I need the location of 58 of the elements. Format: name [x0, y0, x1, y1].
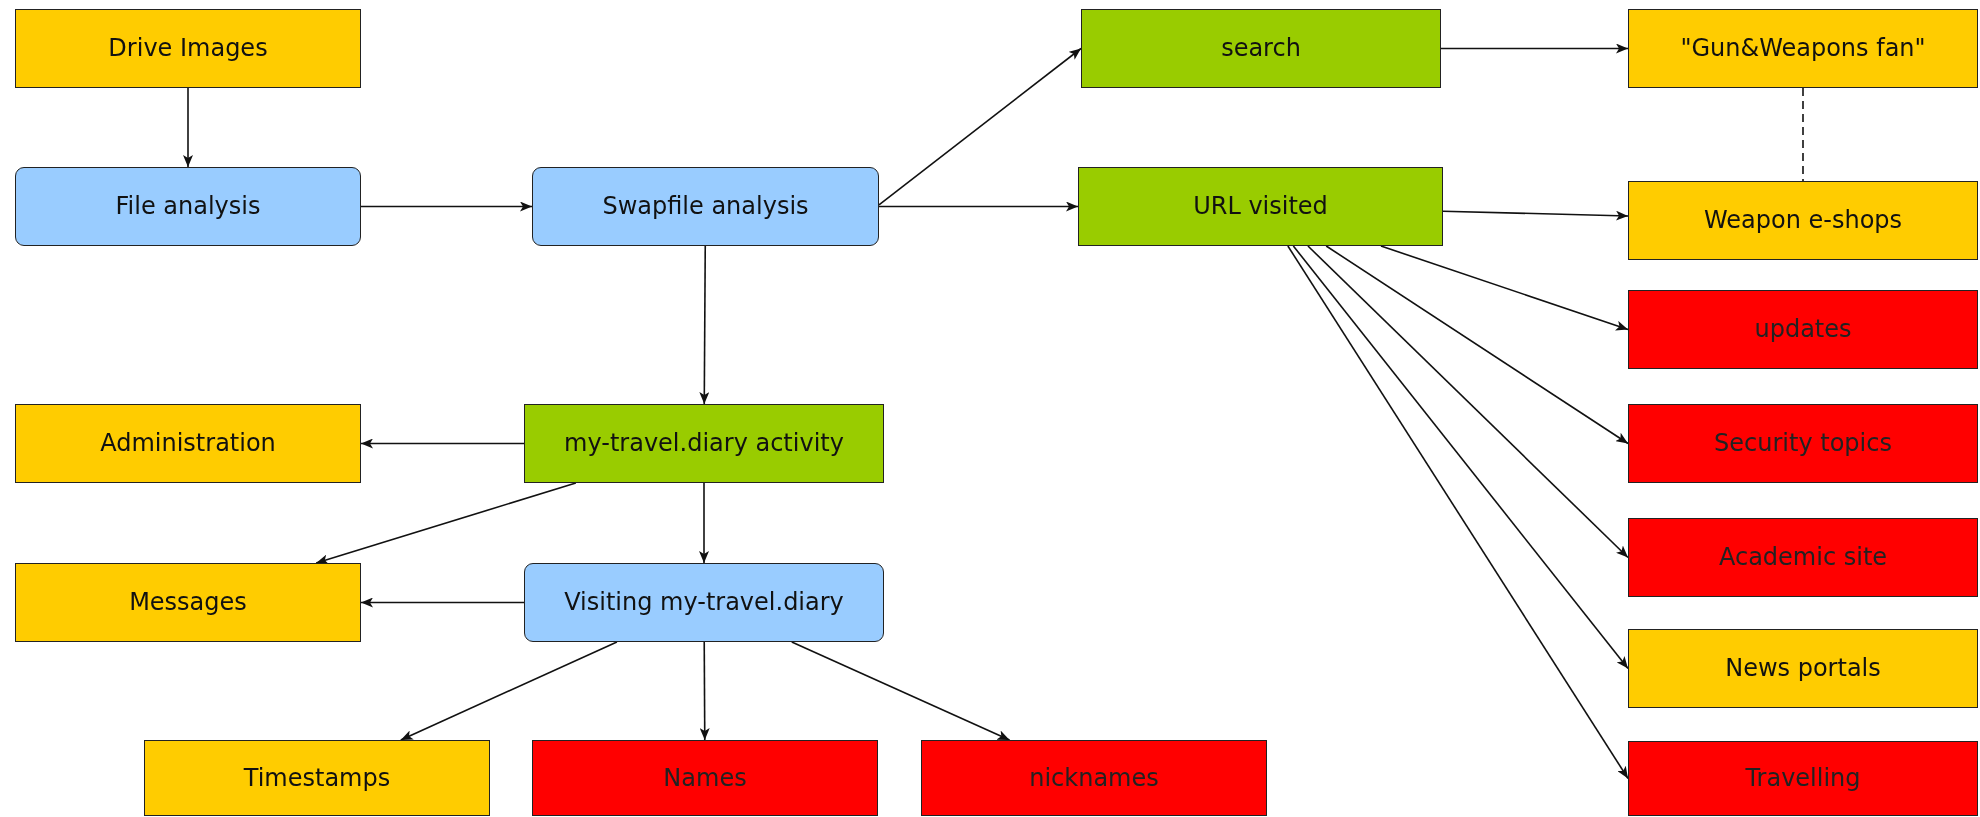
arrow	[699, 641, 710, 741]
node-label: Administration	[100, 430, 276, 457]
arrow	[1292, 245, 1629, 670]
node-label: Messages	[129, 589, 247, 616]
result-box	[1078, 167, 1443, 246]
arrow	[183, 87, 193, 168]
arrow	[360, 597, 525, 608]
node-label: Timestamps	[243, 764, 391, 792]
node-label: "Gun&Weapons fan"	[1680, 35, 1926, 62]
connector-line	[1802, 87, 1804, 182]
result-box	[1628, 290, 1978, 369]
process-box	[15, 167, 361, 246]
result-box	[15, 563, 361, 642]
arrow	[1325, 245, 1629, 445]
result-box	[15, 404, 361, 483]
result-box	[524, 404, 884, 483]
node-label: News portals	[1725, 655, 1881, 682]
node-label: Names	[663, 764, 747, 792]
result-box	[1628, 181, 1978, 260]
result-box	[532, 740, 878, 816]
arrow	[699, 245, 710, 405]
node-label: Visiting my-travel.diary	[564, 589, 844, 616]
arrow	[878, 47, 1082, 206]
result-box	[1628, 9, 1978, 88]
arrow	[400, 641, 618, 741]
arrow	[791, 641, 1011, 741]
arrow	[1442, 210, 1629, 221]
arrow	[1440, 43, 1629, 54]
node-label: Drive Images	[108, 35, 268, 62]
result-box	[1628, 741, 1978, 816]
node-label: search	[1221, 35, 1301, 62]
node-label: my-travel.diary activity	[564, 430, 844, 457]
result-box	[1628, 629, 1978, 708]
node-label: Security topics	[1714, 430, 1892, 457]
arrow	[878, 201, 1079, 212]
arrow	[1380, 245, 1629, 331]
node-label: updates	[1754, 316, 1852, 343]
node-label: File analysis	[115, 193, 261, 220]
result-box	[921, 740, 1267, 816]
arrow	[360, 438, 525, 449]
node-label: nicknames	[1029, 764, 1159, 792]
process-box	[524, 563, 884, 642]
process-box	[532, 167, 879, 246]
node-label: Weapon e-shops	[1703, 207, 1903, 234]
node-label: URL visited	[1193, 193, 1328, 220]
result-box	[144, 740, 490, 816]
result-box	[1628, 404, 1978, 483]
arrow	[1287, 245, 1629, 780]
arrow	[315, 482, 577, 565]
node-label: Travelling	[1745, 765, 1861, 792]
node-label: Academic site	[1718, 544, 1888, 571]
arrow	[1307, 245, 1629, 559]
node-label: Swapfile analysis	[602, 193, 809, 220]
result-box	[15, 9, 361, 88]
arrow	[699, 482, 709, 564]
arrow	[360, 201, 533, 212]
result-box	[1628, 518, 1978, 597]
result-box	[1081, 9, 1441, 88]
